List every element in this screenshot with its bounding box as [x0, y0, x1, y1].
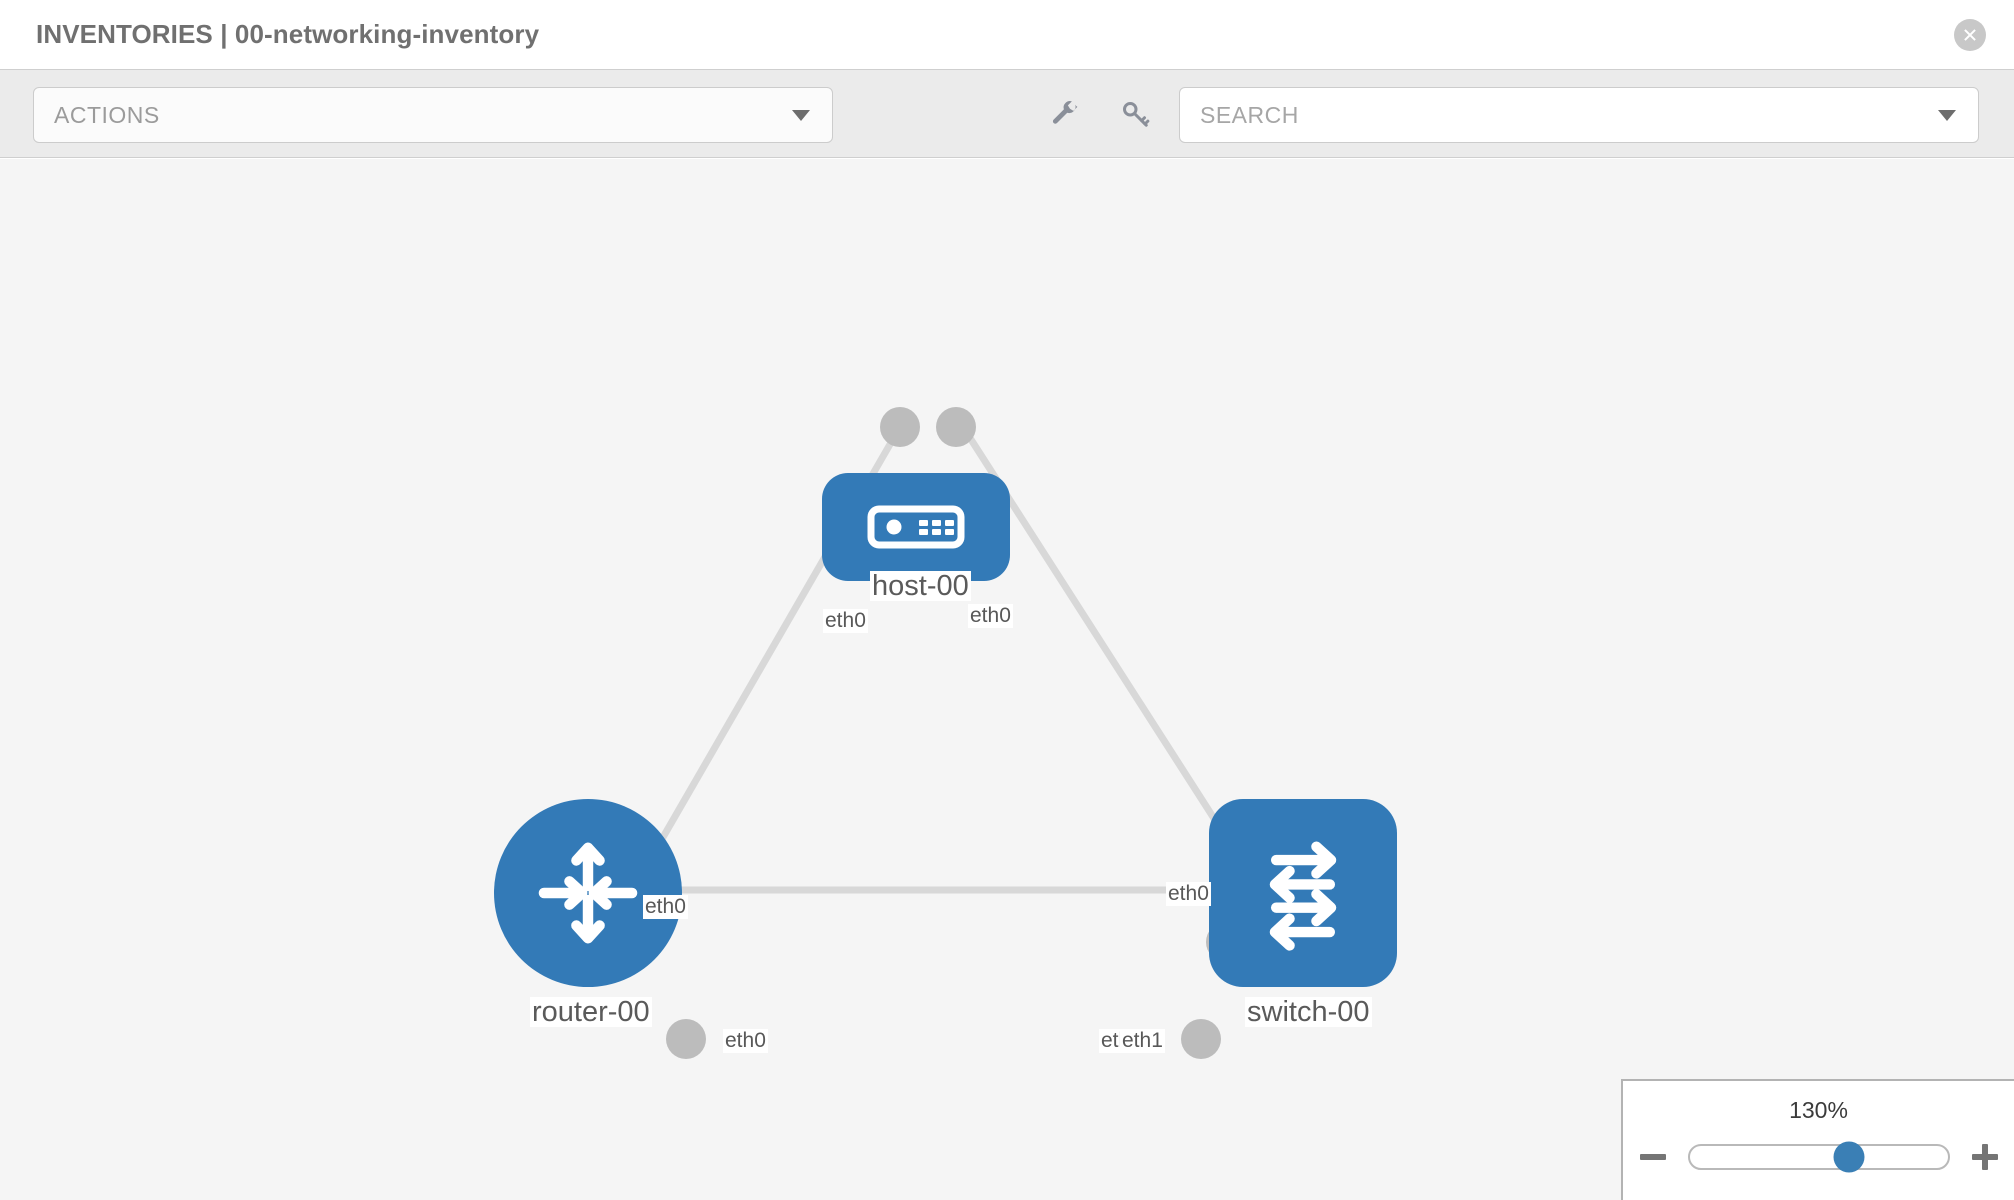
topology-edges — [632, 425, 1259, 894]
edge-label-router-eth0-up: eth0 — [643, 895, 688, 920]
wrench-icon[interactable] — [1045, 94, 1085, 134]
zoom-slider-thumb[interactable] — [1833, 1141, 1865, 1173]
swap-arrows-icon — [1269, 841, 1337, 951]
router-node-shape[interactable] — [494, 799, 682, 987]
host-node-shape[interactable] — [822, 473, 1010, 581]
node-label-switch-00: switch-00 — [1245, 996, 1372, 1028]
page-header: INVENTORIES | 00-networking-inventory — [0, 0, 2014, 69]
search-input[interactable]: SEARCH — [1179, 87, 1979, 143]
zoom-control-panel: 130% — [1621, 1079, 2014, 1200]
server-icon — [867, 505, 965, 549]
actions-dropdown[interactable]: ACTIONS — [33, 87, 833, 143]
chevron-down-icon — [792, 109, 810, 121]
port-handle-router-right[interactable] — [666, 1019, 706, 1059]
key-icon[interactable] — [1115, 94, 1155, 134]
switch-node-shape[interactable] — [1209, 799, 1397, 987]
port-handle-switch-left[interactable] — [1181, 1019, 1221, 1059]
close-icon[interactable] — [1954, 18, 1986, 51]
zoom-controls-row — [1623, 1137, 2014, 1177]
search-placeholder: SEARCH — [1200, 101, 1299, 128]
node-label-host-00: host-00 — [870, 570, 971, 602]
toolbar: ACTIONS SEARCH — [0, 69, 2014, 158]
edge-label-host-eth0-left: eth0 — [823, 609, 868, 634]
zoom-out-button[interactable] — [1636, 1140, 1670, 1174]
chevron-down-icon[interactable] — [1938, 109, 1956, 121]
edge-label-router-eth0-right: eth0 — [723, 1029, 768, 1054]
actions-dropdown-label: ACTIONS — [54, 101, 160, 128]
zoom-level-value: 130% — [1789, 1097, 1848, 1123]
node-label-router-00: router-00 — [530, 996, 652, 1028]
page-title: INVENTORIES | 00-networking-inventory — [36, 19, 540, 49]
port-handle-host-right[interactable] — [936, 407, 976, 447]
zoom-slider[interactable] — [1687, 1141, 1950, 1173]
port-handle-host-left[interactable] — [880, 407, 920, 447]
four-arrows-icon — [538, 842, 638, 944]
edge-label-switch-eth1: eth1 — [1120, 1029, 1165, 1054]
edge-label-host-eth0-right: eth0 — [968, 604, 1013, 629]
edge-label-switch-eth0-up: eth0 — [1166, 882, 1211, 907]
zoom-in-button[interactable] — [1968, 1140, 2002, 1174]
topology-canvas[interactable]: host-00 — [0, 159, 2014, 1200]
